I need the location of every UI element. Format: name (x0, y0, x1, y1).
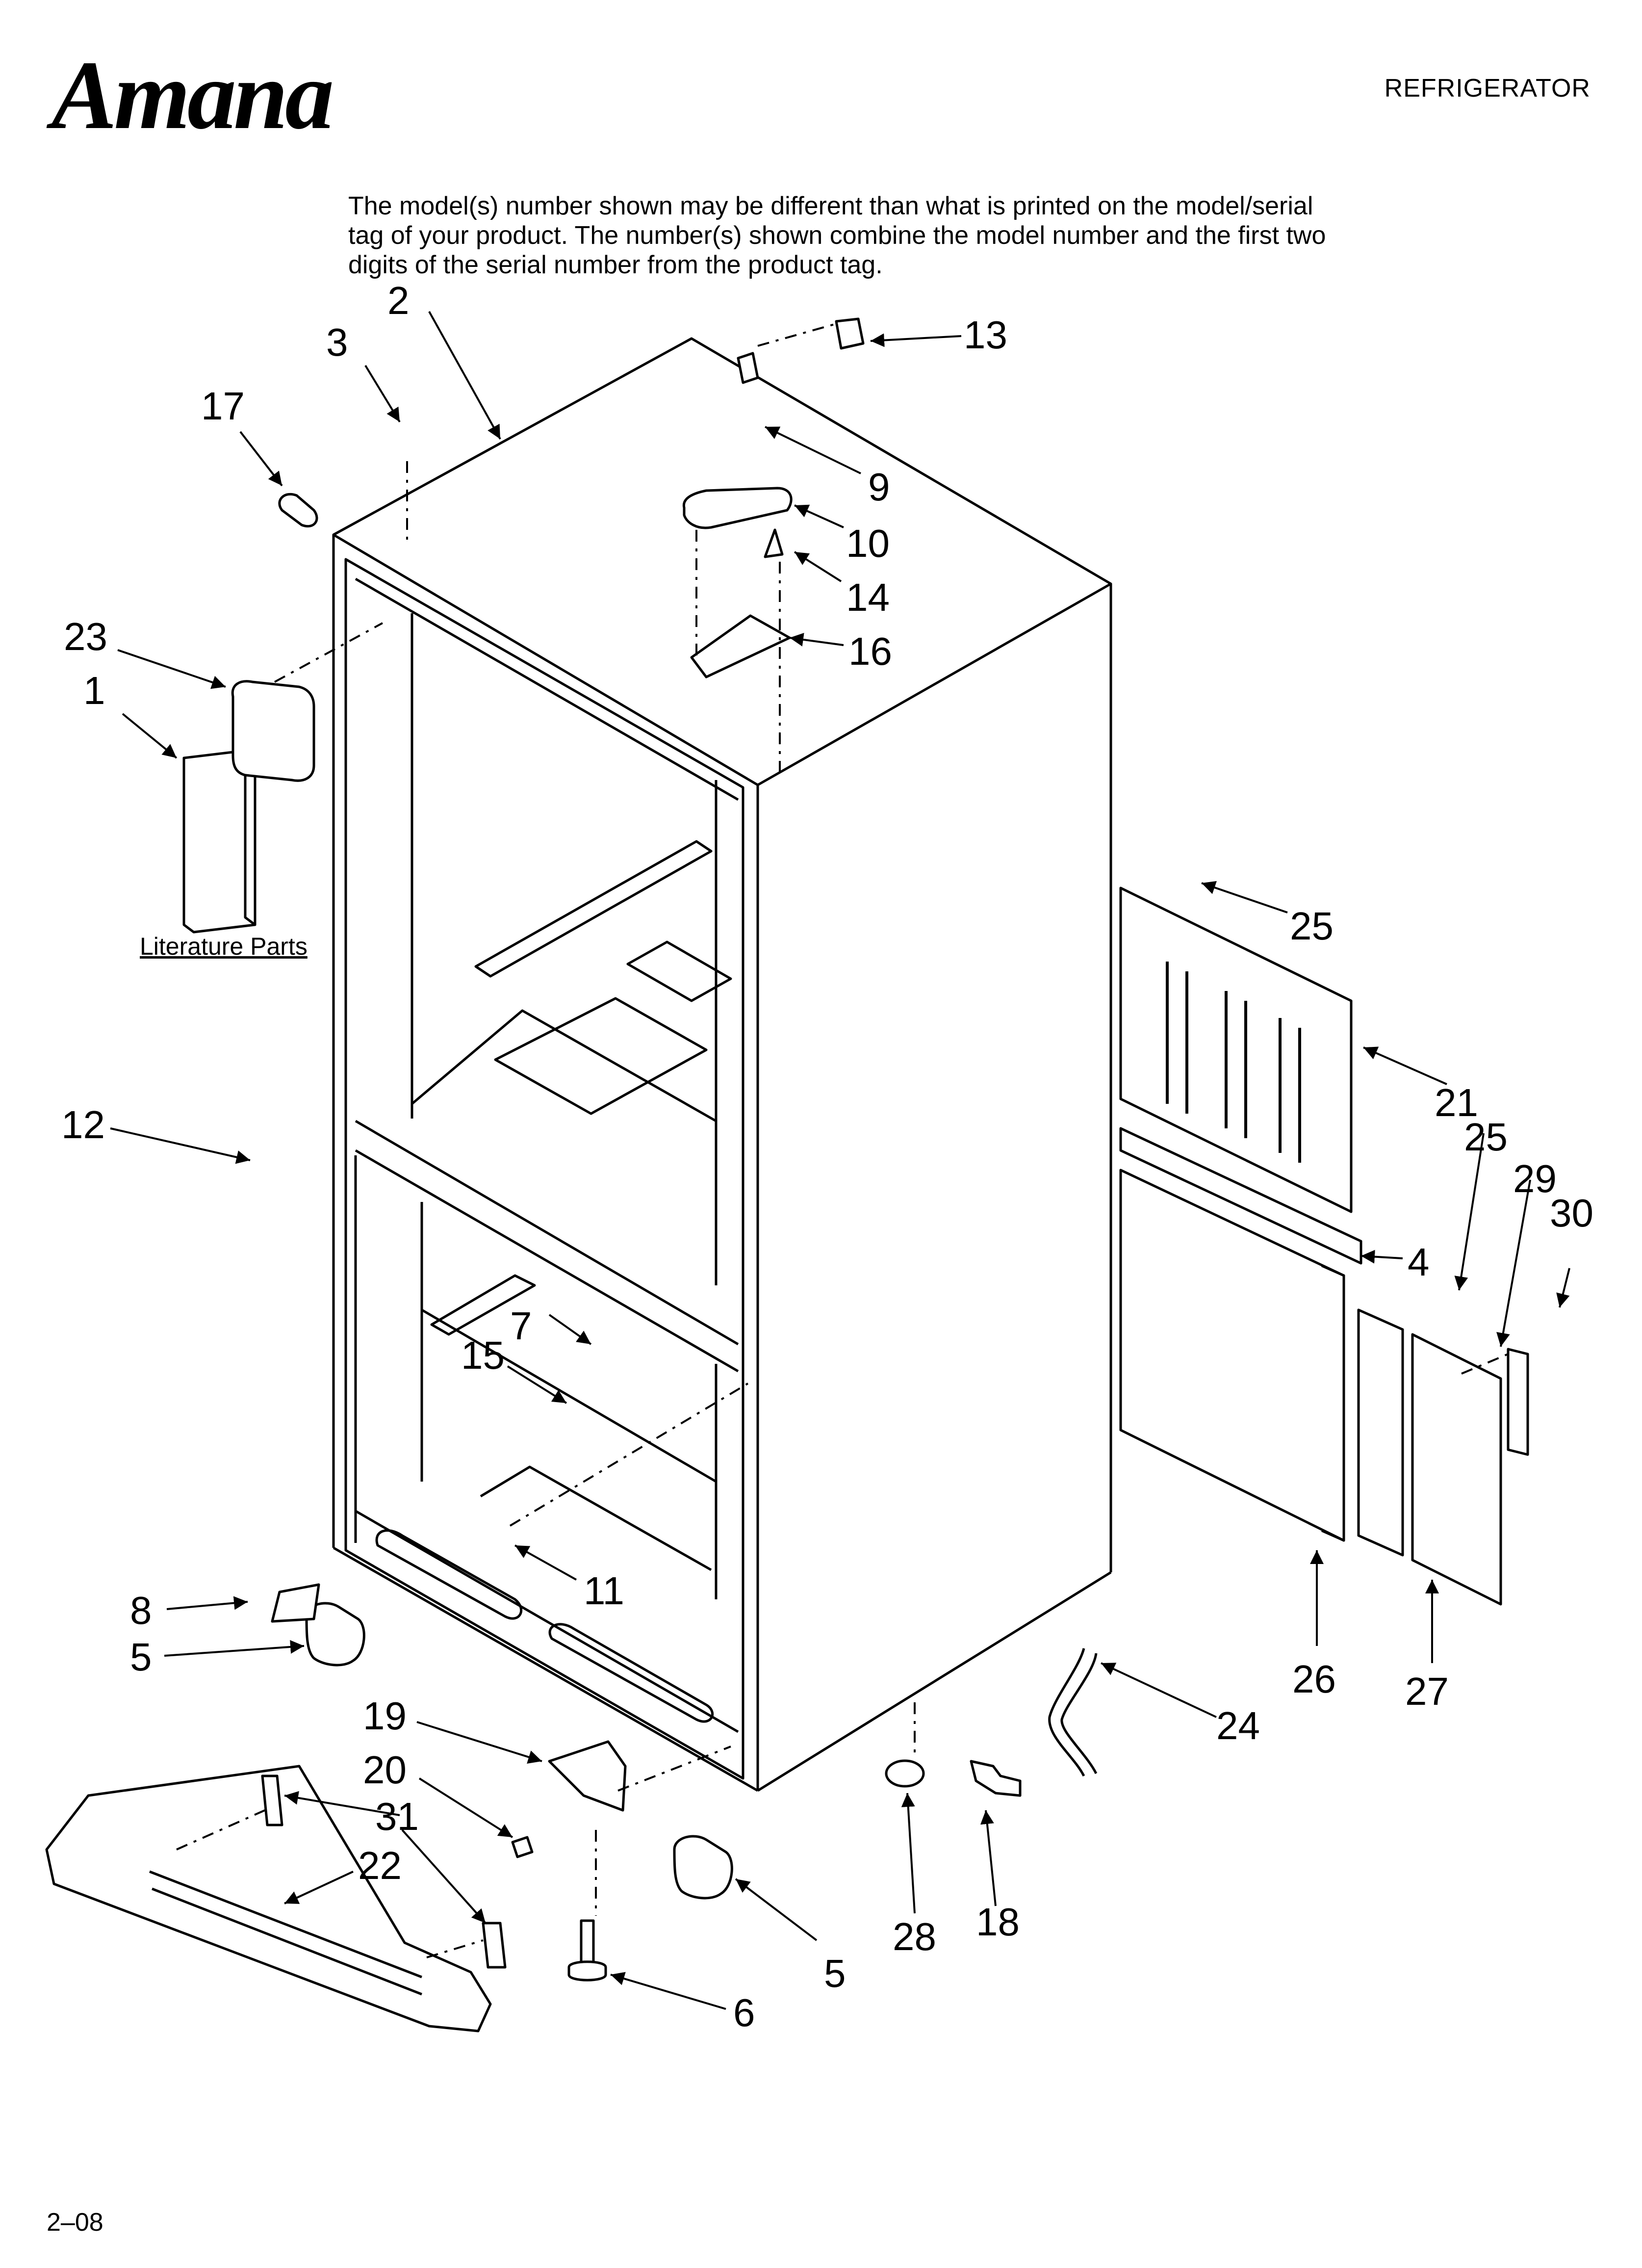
rear-panels (1119, 886, 1529, 1606)
callout-18: 18 (976, 1900, 1020, 1944)
callout-4: 4 (1408, 1240, 1430, 1284)
callout-10: 10 (846, 521, 890, 565)
callout-24: 24 (1216, 1704, 1260, 1747)
callout-5-left: 5 (130, 1635, 152, 1679)
callout-26: 26 (1292, 1657, 1336, 1701)
callout-19: 19 (363, 1694, 407, 1738)
literature-parts (182, 680, 315, 934)
vent-louvers (1166, 962, 1301, 1163)
callout-30: 30 (1550, 1191, 1593, 1235)
callout-15: 15 (461, 1333, 505, 1377)
callout-17: 17 (201, 384, 245, 428)
callout-29: 29 (1513, 1157, 1557, 1200)
callout-20: 20 (363, 1748, 407, 1792)
callout-22: 22 (358, 1844, 402, 1887)
callout-25-top: 25 (1290, 904, 1334, 948)
callout-25-side: 25 (1464, 1115, 1508, 1159)
callout-27: 27 (1405, 1669, 1449, 1713)
brand-logo: Amana (51, 41, 334, 150)
callout-23: 23 (64, 615, 107, 658)
callout-16: 16 (848, 629, 892, 673)
bottom-parts (45, 1583, 1098, 2033)
callout-2: 2 (387, 279, 410, 322)
callout-1: 1 (83, 669, 105, 712)
callout-6: 6 (733, 1991, 755, 2034)
cabinet-assembly (332, 337, 1112, 1792)
document-title: REFRIGERATOR (1384, 74, 1591, 103)
callout-14: 14 (846, 575, 890, 619)
callout-28: 28 (893, 1915, 936, 1958)
callout-5-right: 5 (824, 1952, 846, 1995)
callout-31: 31 (375, 1795, 419, 1838)
callout-21: 21 (1435, 1081, 1478, 1124)
assembly-lines (176, 323, 1509, 1958)
callout-7: 7 (510, 1304, 532, 1348)
literature-parts-label: Literature Parts (140, 933, 308, 960)
callout-3: 3 (326, 320, 348, 364)
callout-11: 11 (584, 1569, 624, 1613)
top-hinge-parts (278, 317, 865, 678)
model-number-notice: The model(s) number shown may be differe… (348, 192, 1326, 279)
callout-numbers: 2 3 17 13 9 10 14 16 23 1 12 25 21 25 29… (61, 279, 1593, 2034)
callout-8: 8 (130, 1589, 152, 1632)
callout-9: 9 (868, 465, 890, 509)
callout-12: 12 (61, 1103, 105, 1147)
revision-date: 2–08 (47, 2208, 103, 2237)
callout-leaders (110, 311, 1570, 2010)
callout-13: 13 (964, 313, 1007, 357)
